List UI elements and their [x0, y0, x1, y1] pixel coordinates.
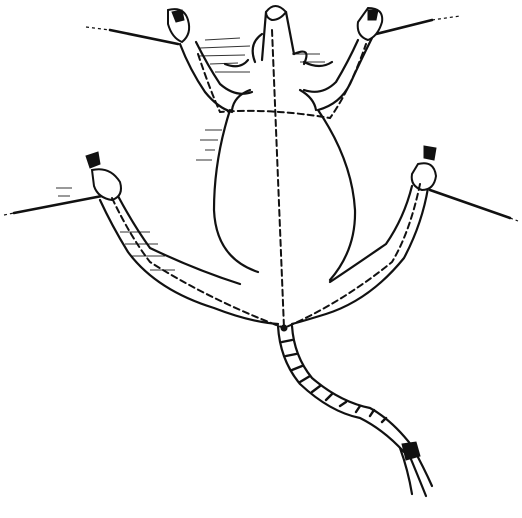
hindleg-right — [292, 146, 436, 324]
pins — [4, 16, 518, 221]
body-outline — [214, 90, 355, 280]
pin-lower-left — [14, 196, 102, 213]
midline-incision — [272, 30, 284, 328]
right-leg-incision — [284, 184, 420, 328]
incision-junction — [281, 325, 288, 332]
pin-upper-left-trail — [86, 27, 110, 30]
pin-upper-right-trail — [432, 16, 460, 20]
head — [225, 6, 332, 66]
incision-lines — [112, 30, 420, 328]
pin-lower-left-trail — [4, 213, 14, 215]
hindleg-left — [86, 152, 278, 324]
foreleg-right — [304, 8, 382, 110]
pin-upper-left — [110, 30, 178, 44]
pin-lower-right — [430, 190, 510, 218]
tail — [278, 326, 432, 496]
pin-lower-right-trail — [510, 218, 518, 221]
